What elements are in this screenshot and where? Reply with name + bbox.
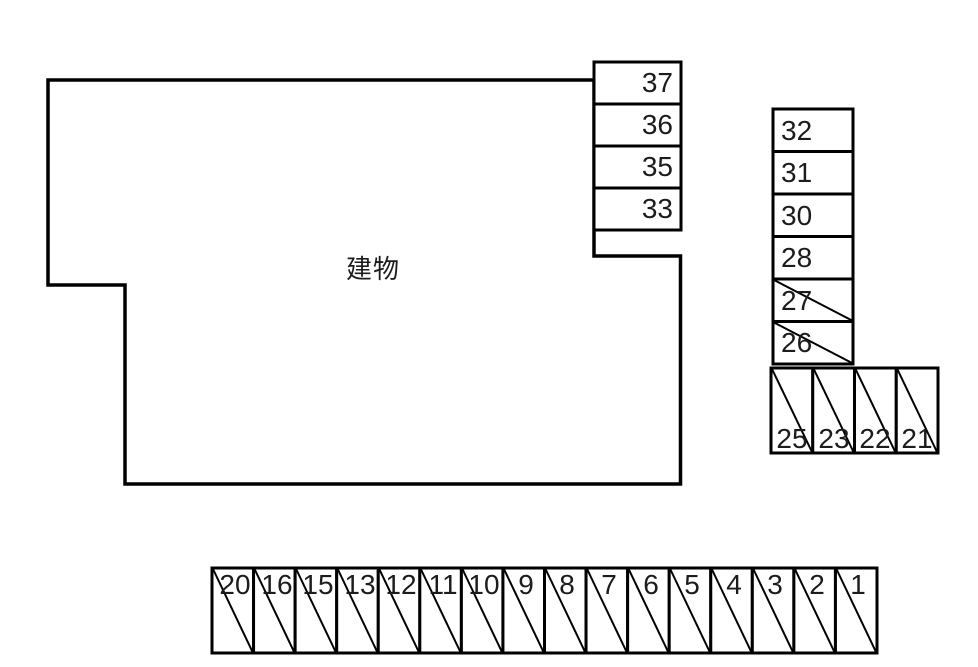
bottom-row-cross-marks [212,568,877,653]
space-20-cross [212,568,254,653]
space-35-box [592,144,683,190]
space-7-cross [586,568,628,653]
right-column-cross-marks [773,279,854,365]
space-1-cross [835,568,877,653]
space-13-cross [336,568,379,653]
space-22-cross [854,368,897,453]
space-27-cross [773,279,854,322]
space-6-cross [627,568,670,653]
space-23-cross [812,368,855,453]
space-4-cross [710,568,753,653]
right-column-boxes [771,107,855,366]
space-21-cross [896,368,938,453]
space-16-cross [253,568,296,653]
space-30-box [771,192,855,238]
space-32-box [771,107,855,153]
space-15-cross [295,568,337,653]
bottom-row-boxes [210,566,879,655]
space-37-box [592,60,683,106]
space-2-cross [793,568,836,653]
space-9-cross [503,568,545,653]
space-10-cross [461,568,503,653]
space-36-box [592,102,683,148]
middle-row-boxes [769,366,940,455]
space-5-cross [669,568,711,653]
upper-column-boxes [592,60,683,232]
building-outline [46,78,683,486]
space-12-cross [378,568,420,653]
space-26-cross [773,321,854,365]
space-33-box [592,186,683,232]
space-25-cross [771,368,813,453]
space-31-box [771,150,855,196]
space-3-cross [752,568,794,653]
space-8-cross [544,568,586,653]
space-28-box [771,235,855,281]
space-11-cross [419,568,462,653]
middle-row-cross-marks [771,368,938,453]
